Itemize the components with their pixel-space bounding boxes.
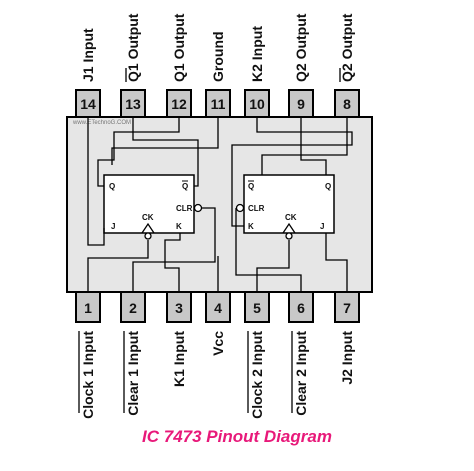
pin-11-label: Ground <box>210 31 226 82</box>
pin-10-number: 10 <box>249 96 265 112</box>
ff1-clock-triangle <box>141 222 155 234</box>
diagram-caption: IC 7473 Pinout Diagram <box>142 427 332 446</box>
ff2-ck-label: CK <box>285 213 297 222</box>
ff2-clr-bubble <box>235 203 245 213</box>
ff2-qbar-label: Q <box>248 182 254 191</box>
pin-13-number: 13 <box>125 96 141 112</box>
wire-q2 <box>300 117 327 175</box>
watermark-text: www.ETechnoG.COM <box>72 120 131 126</box>
bottom-pins: 1 2 3 4 5 6 7 <box>75 291 360 323</box>
pin-14-label: J1 Input <box>80 28 96 82</box>
ff2-j-label: J <box>320 222 324 231</box>
pin-10 <box>244 89 270 118</box>
wire-k2 <box>231 117 353 227</box>
top-pins: 14 13 12 11 10 9 8 <box>75 89 360 118</box>
pin-5-number: 5 <box>253 300 261 316</box>
pin-8 <box>334 89 360 118</box>
pin-1 <box>75 291 101 323</box>
wire-j1 <box>87 117 105 246</box>
wire-clk1 <box>87 240 149 292</box>
pin-4-label: Vcc <box>210 331 226 356</box>
ff2-clock-triangle <box>282 222 296 234</box>
internal-wiring <box>87 117 353 292</box>
flipflop-1-box <box>103 174 195 234</box>
pin-5 <box>244 291 270 323</box>
wire-q2bar <box>261 117 348 175</box>
pin-9-number: 9 <box>297 96 305 112</box>
ff1-q-label: Q <box>109 182 115 191</box>
pin-8-number: 8 <box>343 96 351 112</box>
ff1-qbar-label: Q <box>182 182 188 191</box>
ff2-clr-label: CLR <box>248 204 265 213</box>
pin-8-label: Q2 Output <box>339 13 355 82</box>
pin-3-label: K1 Input <box>171 331 187 387</box>
pin-5-label: Clock 2 Input <box>249 331 265 419</box>
pin-6-number: 6 <box>297 300 305 316</box>
pin-13-label: Q1 Output <box>125 13 141 82</box>
pin-1-number: 1 <box>84 300 92 316</box>
wire-j2 <box>325 233 348 292</box>
pin-2-number: 2 <box>129 300 137 316</box>
ff2-q-label: Q <box>325 182 331 191</box>
pin-2-label: Clear 1 Input <box>125 331 141 416</box>
bottom-labels: Clock 1 Input Clear 1 Input K1 Input Vcc… <box>78 331 355 419</box>
wire-q1 <box>97 117 180 187</box>
wire-gnd <box>111 117 219 165</box>
pin-12-label: Q1 Output <box>171 13 187 82</box>
flipflop-1: Q Q CLR J CK K <box>103 174 203 240</box>
ff1-clr-label: CLR <box>176 204 193 213</box>
pin-9-label: Q2 Output <box>293 13 309 82</box>
wire-clr2 <box>235 208 302 292</box>
ff1-k-label: K <box>176 222 182 231</box>
wire-k1 <box>164 233 181 292</box>
flipflop-2: Q Q CLR K CK J <box>235 174 335 240</box>
ff1-j-label: J <box>111 222 115 231</box>
top-labels: J1 Input Q1 Output Q1 Output Ground K2 I… <box>80 13 355 82</box>
pin-6 <box>288 291 314 323</box>
ff2-k-label: K <box>248 222 254 231</box>
pin-7 <box>334 291 360 323</box>
pin-6-label: Clear 2 Input <box>293 331 309 416</box>
wire-clr1 <box>132 207 216 292</box>
pin-3 <box>166 291 192 323</box>
wire-clk2 <box>256 240 290 292</box>
ff1-clock-bubble <box>144 232 152 240</box>
pin-1-label: Clock 1 Input <box>80 331 96 419</box>
pin-3-number: 3 <box>175 300 183 316</box>
pin-10-label: K2 Input <box>249 26 265 82</box>
pin-12 <box>166 89 192 118</box>
pin-14-number: 14 <box>80 96 96 112</box>
pin-12-number: 12 <box>171 96 187 112</box>
ff1-ck-label: CK <box>142 213 154 222</box>
ff1-clr-bubble <box>193 203 203 213</box>
pin-7-label: J2 Input <box>339 331 355 385</box>
pin-7-number: 7 <box>343 300 351 316</box>
pin-4-number: 4 <box>214 300 222 316</box>
pin-11-number: 11 <box>211 96 226 112</box>
ff2-clock-bubble <box>285 232 293 240</box>
